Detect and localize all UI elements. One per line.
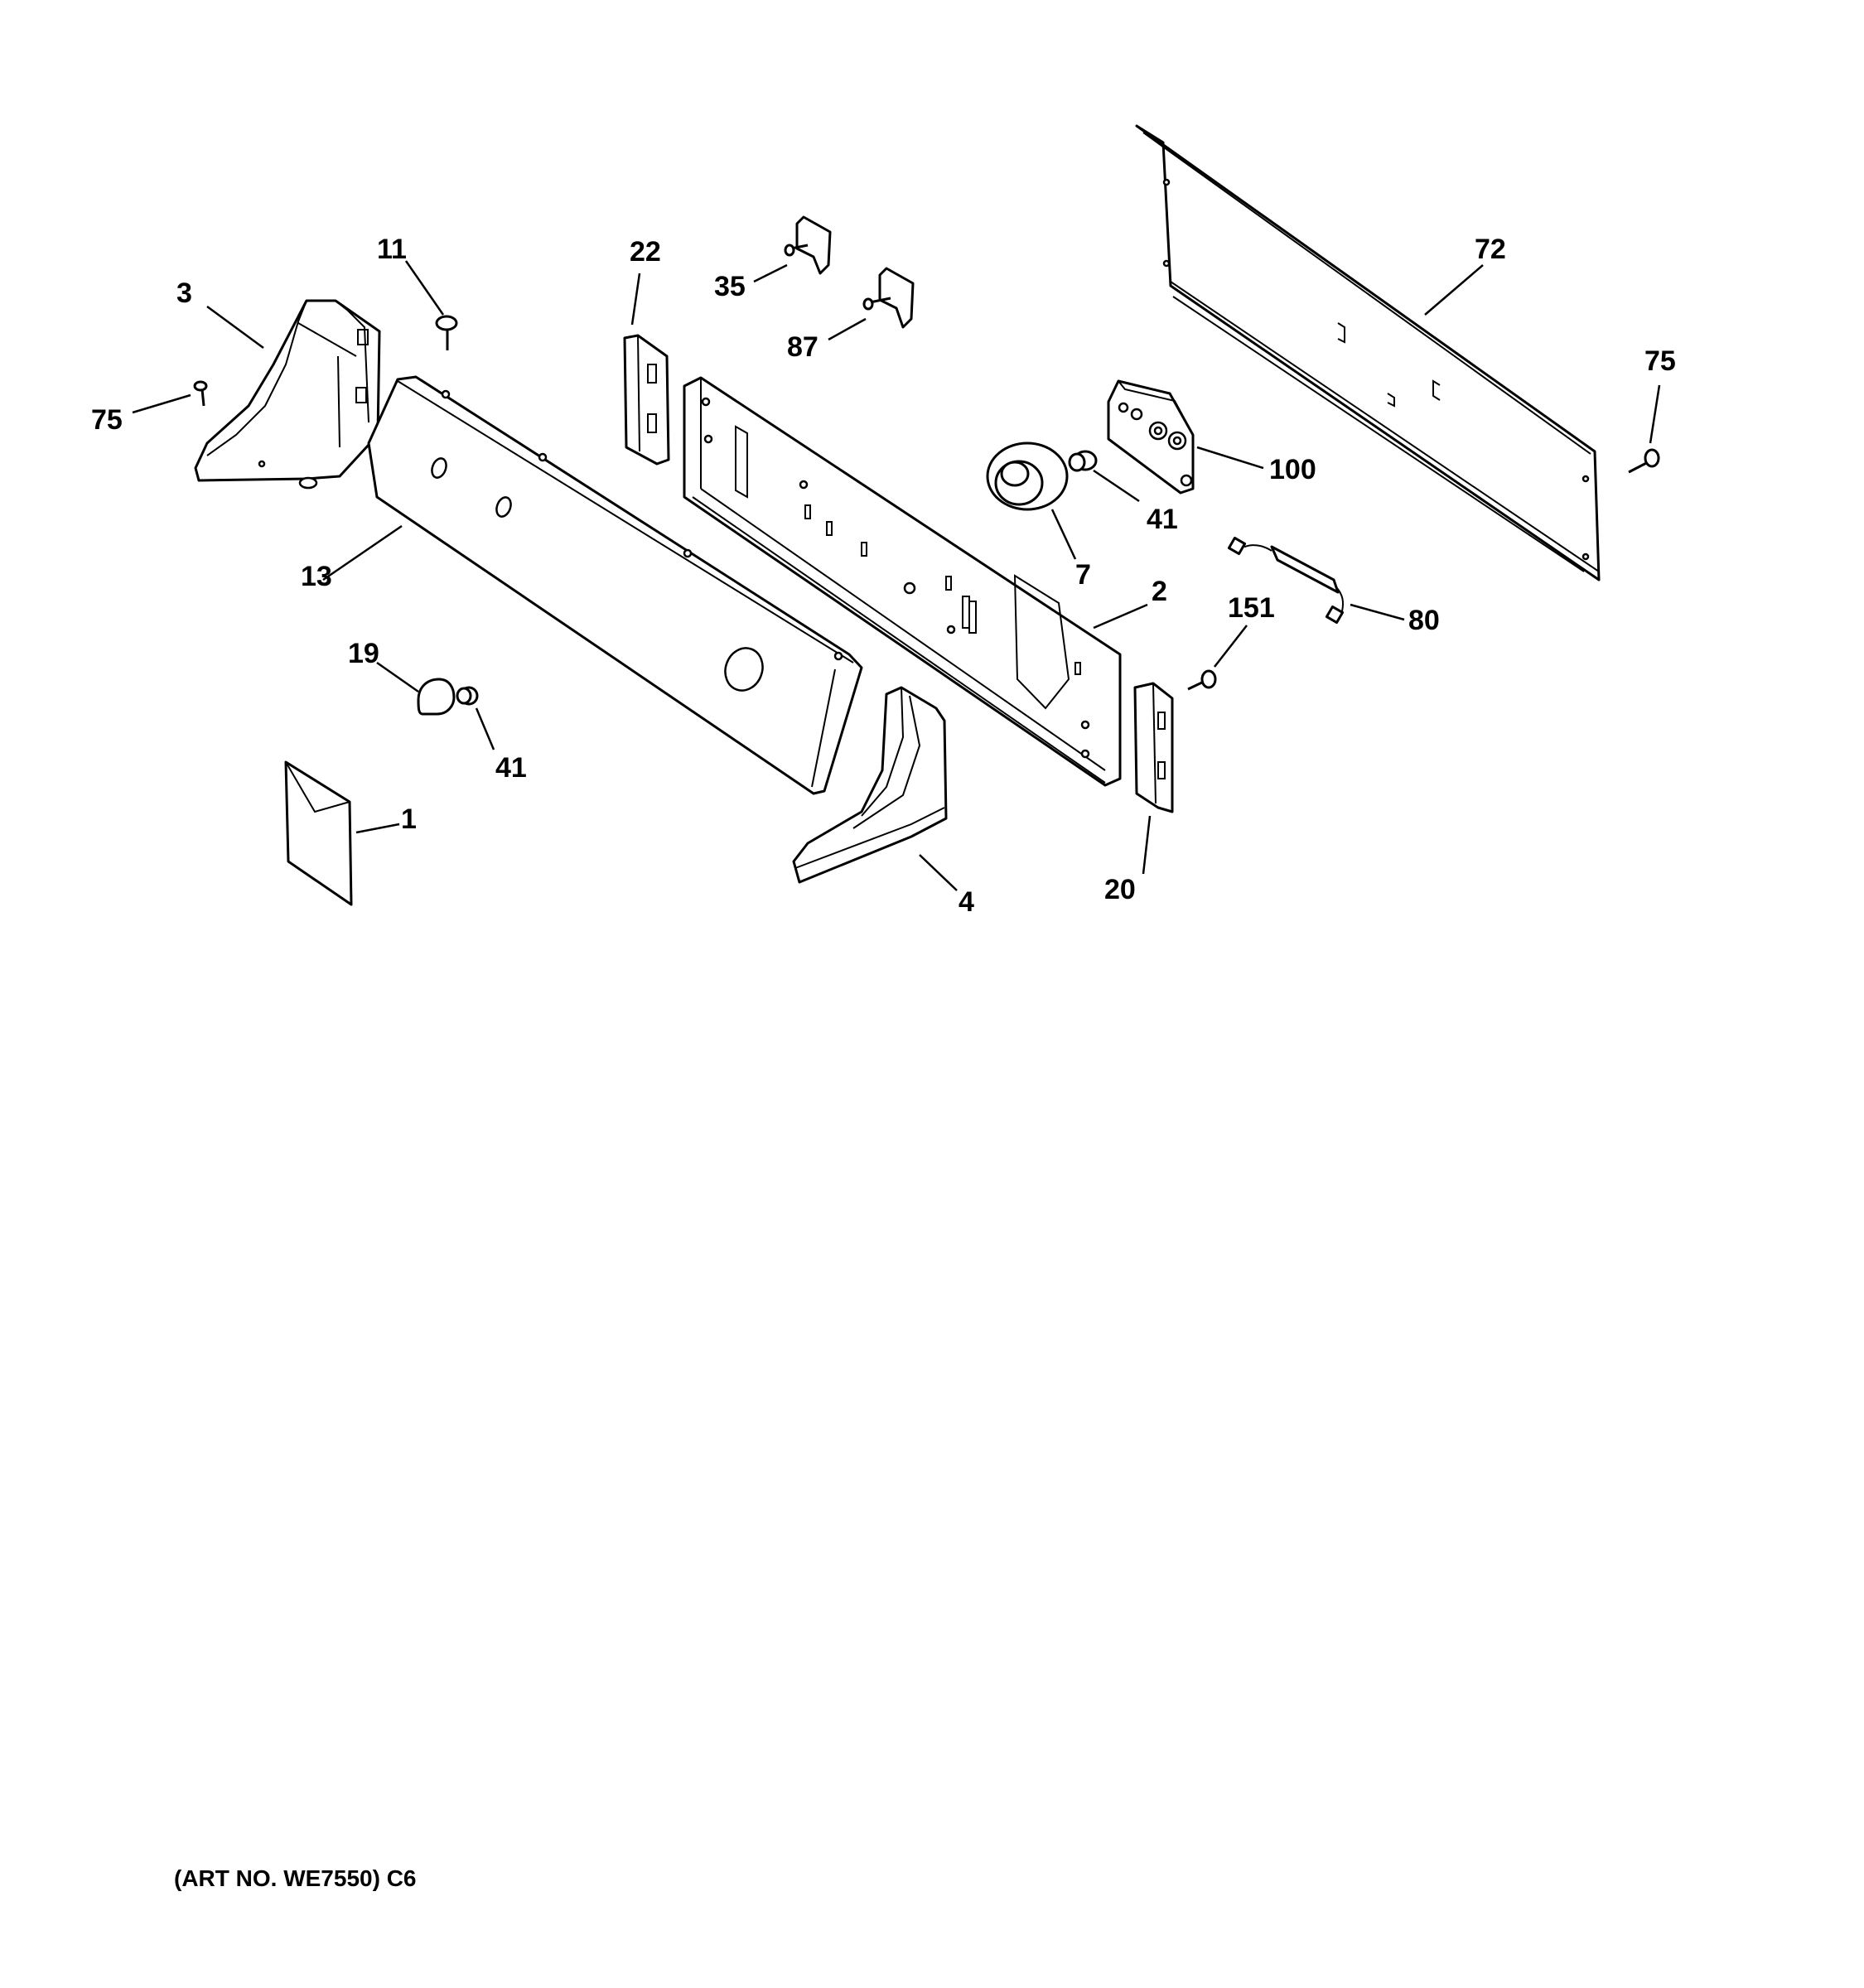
part-13-front-panel: [367, 375, 863, 795]
callout-1: 1: [401, 803, 417, 835]
callout-20: 20: [1104, 874, 1136, 905]
part-22-bracket-left: [623, 334, 670, 466]
part-7-knob: [986, 442, 1069, 511]
part-41-spring-left: [456, 686, 479, 706]
callout-19: 19: [348, 638, 379, 669]
part-41-spring-right: [1068, 450, 1098, 472]
callout-100: 100: [1269, 454, 1316, 485]
callout-11: 11: [377, 234, 407, 265]
part-19-button: [417, 678, 456, 716]
part-20-bracket-right: [1133, 682, 1174, 813]
callout-3: 3: [176, 277, 192, 309]
callout-72: 72: [1475, 234, 1506, 265]
part-35-bracket: [784, 215, 832, 275]
callout-75-left: 75: [91, 404, 123, 436]
callout-4: 4: [959, 886, 974, 918]
part-1-literature-bag: [284, 760, 353, 906]
callout-80: 80: [1408, 605, 1440, 636]
callout-75-right: 75: [1644, 345, 1676, 377]
callout-151: 151: [1228, 592, 1275, 624]
part-11-screw: [435, 315, 458, 350]
callout-22: 22: [630, 236, 661, 268]
callout-41-right: 41: [1147, 504, 1178, 535]
part-151-screw: [1187, 669, 1217, 691]
part-80-wire-harness: [1227, 536, 1345, 625]
part-100-switch: [1107, 379, 1195, 495]
callout-2: 2: [1152, 576, 1167, 607]
callout-35: 35: [714, 271, 746, 302]
callout-labels: 3 75 11 13 19 41 1 22 35 87 7 41 100 2 1…: [91, 234, 1676, 918]
part-72-rear-panel: [1135, 124, 1601, 581]
part-3-end-cap-left: [194, 299, 381, 490]
leader-lines: [132, 260, 1661, 891]
part-4-end-cap-right: [792, 686, 948, 884]
part-87-bracket: [862, 267, 915, 329]
callout-7: 7: [1075, 559, 1091, 591]
part-75-screw-left: [193, 380, 208, 407]
part-75-screw-right: [1628, 448, 1660, 474]
part-2-control-frame: [683, 376, 1122, 787]
art-number-caption: (ART NO. WE7550) C6: [174, 1865, 417, 1891]
callout-41-left: 41: [495, 752, 527, 784]
callout-13: 13: [301, 561, 332, 592]
callout-87: 87: [787, 331, 819, 363]
